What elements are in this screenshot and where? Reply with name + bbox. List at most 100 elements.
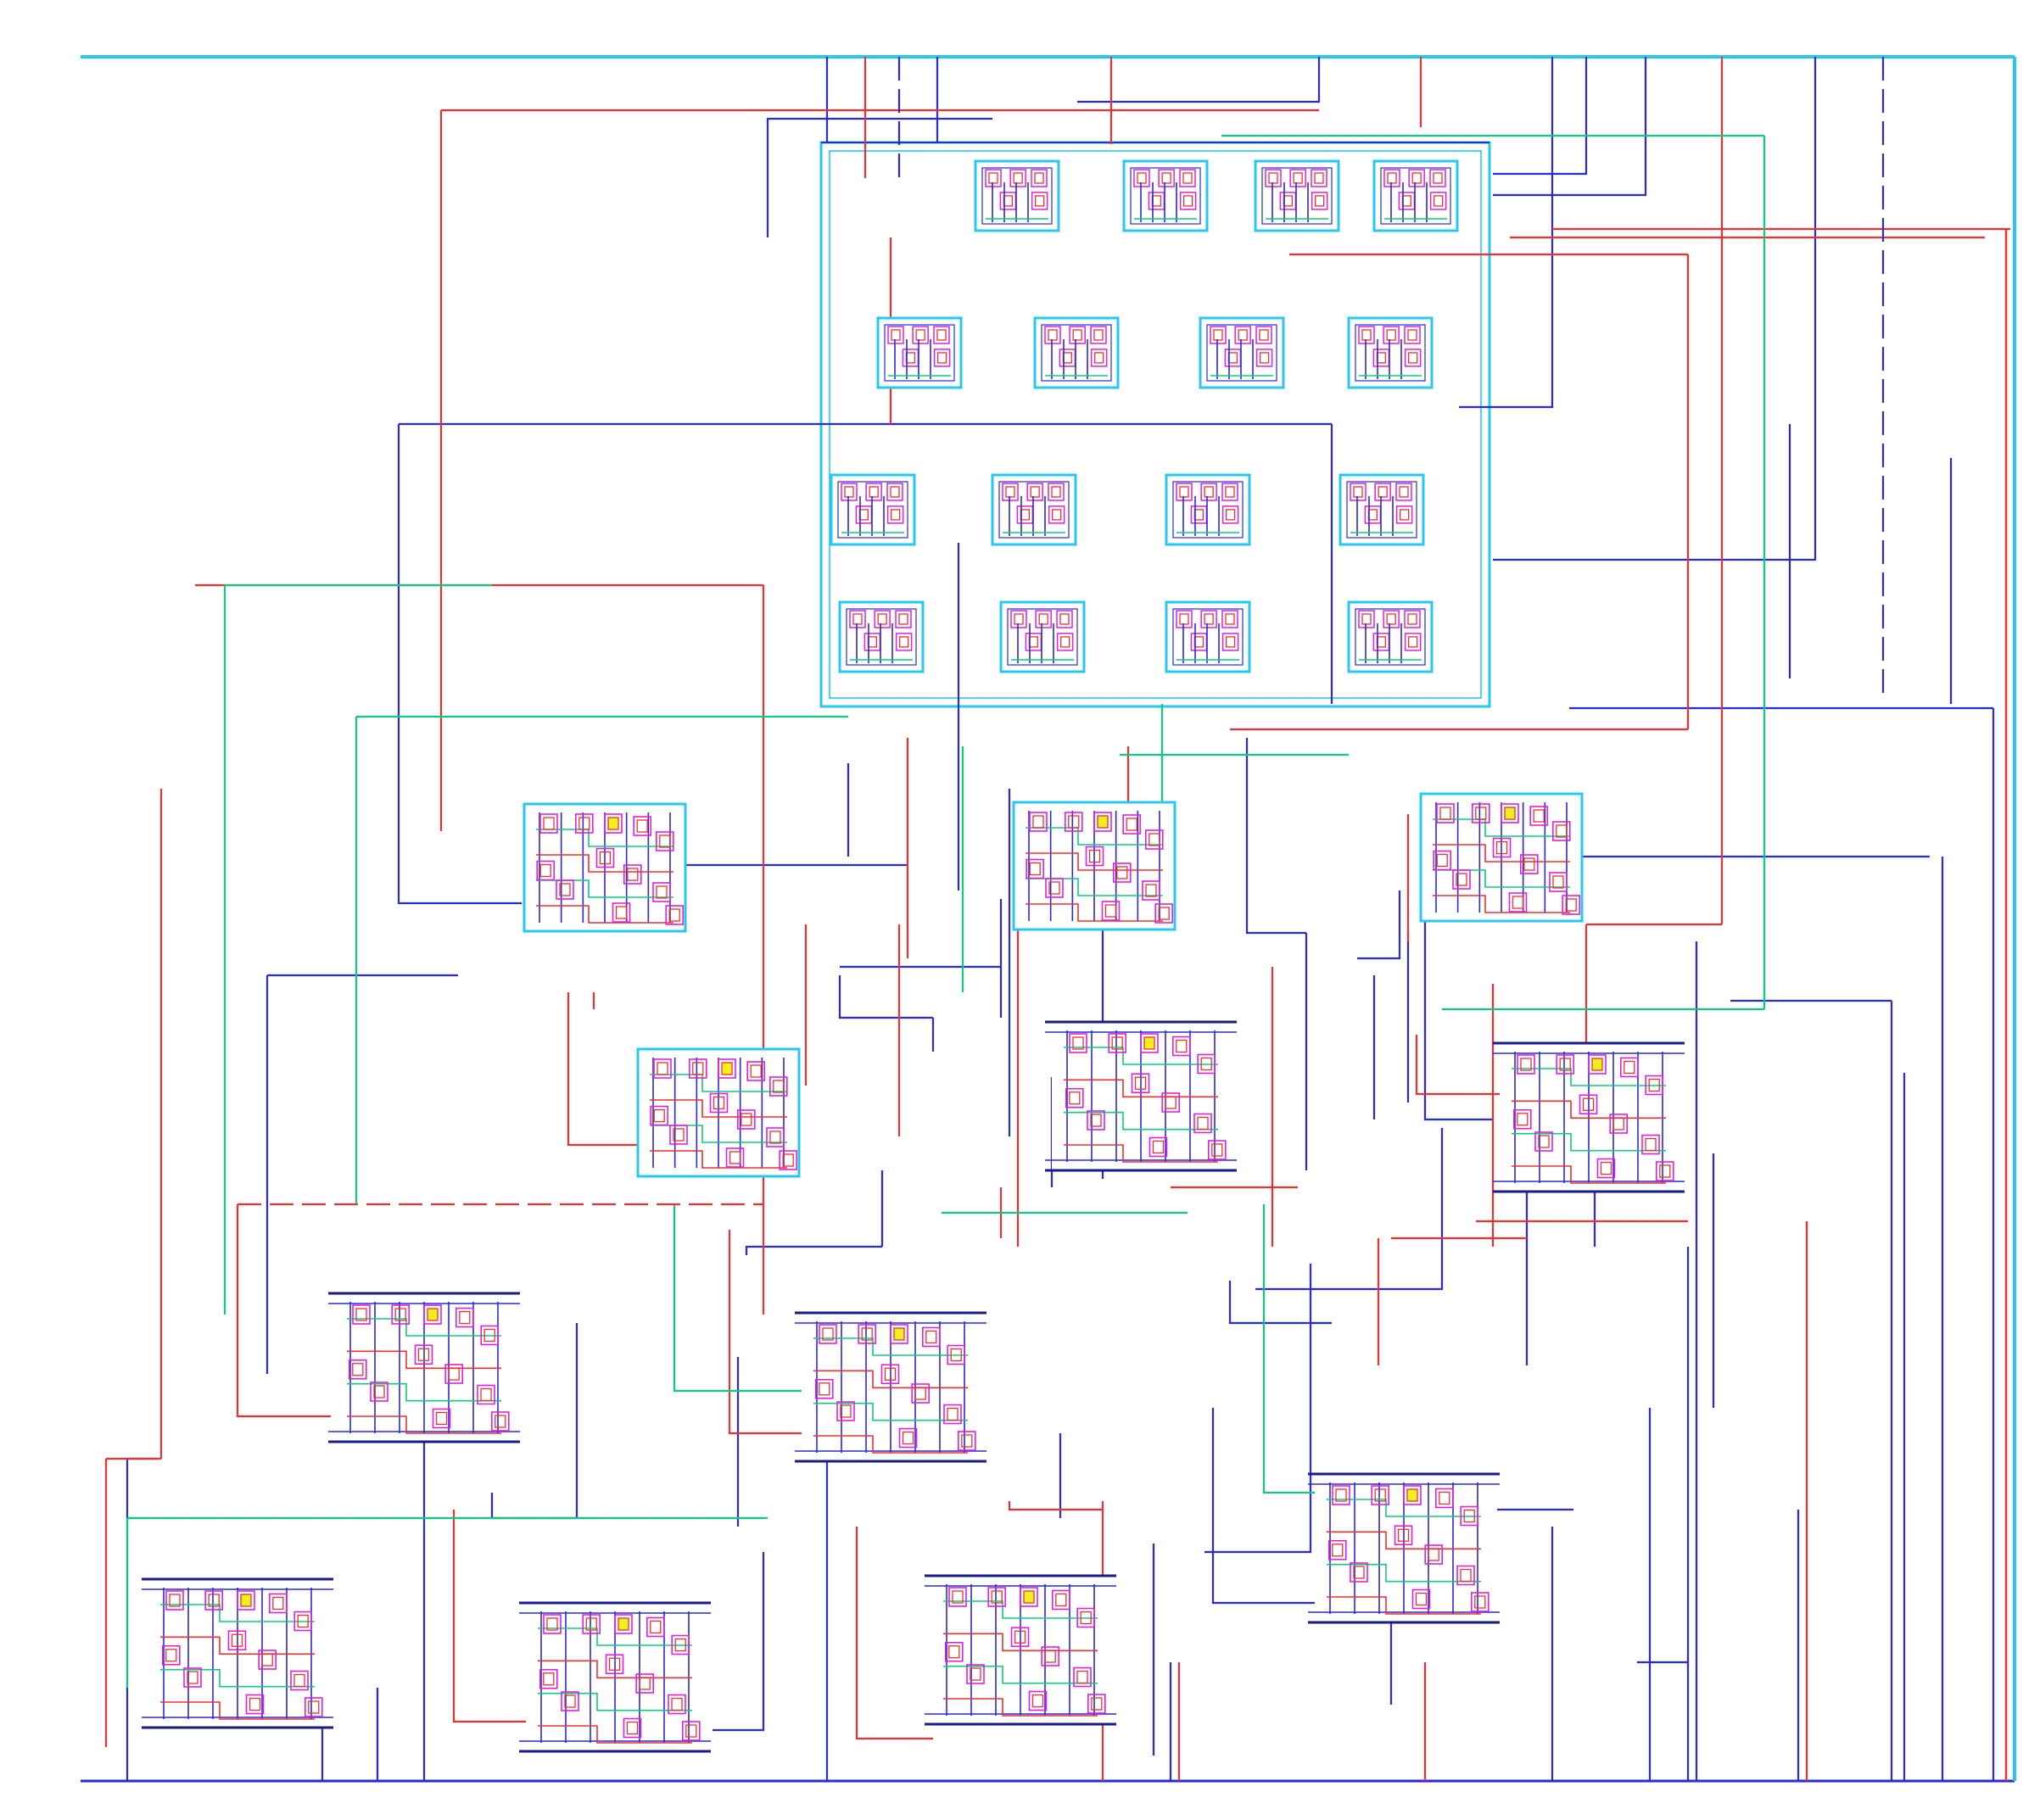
- pin-shape-icon: [1179, 613, 1189, 625]
- pin-shape-icon: [1023, 1590, 1035, 1604]
- pin-shape-icon: [1176, 483, 1193, 501]
- pin-shape-icon: [423, 1304, 442, 1325]
- pin-shape-icon: [1255, 349, 1273, 367]
- macro-cell-8: [1308, 1472, 1500, 1624]
- pin-shape-icon: [1031, 192, 1048, 210]
- pin-shape-icon: [417, 1348, 430, 1361]
- pin-shape-icon: [1439, 1491, 1450, 1505]
- pin-shape-icon: [1197, 1116, 1209, 1131]
- pin-shape-icon: [477, 1384, 495, 1405]
- pin-shape-icon: [890, 486, 900, 498]
- pin-shape-icon: [169, 1594, 181, 1607]
- pin-shape-icon: [187, 1671, 198, 1684]
- pin-shape-icon: [936, 329, 947, 341]
- pin-shape-icon: [943, 1404, 962, 1425]
- pin-shape-icon: [480, 1325, 500, 1346]
- pin-shape-icon: [1221, 483, 1238, 501]
- leaf-cell-3: [1372, 159, 1459, 232]
- macro-cell-route: [536, 905, 673, 924]
- pin-shape-icon: [1428, 1548, 1439, 1561]
- pin-shape-icon: [304, 1697, 323, 1717]
- pin-shape-icon: [1026, 858, 1044, 879]
- pin-shape-icon: [1072, 329, 1082, 341]
- pin-shape-icon: [779, 1150, 798, 1170]
- macro-cell-route: [1433, 895, 1570, 913]
- leaf-cell-inner: [1355, 608, 1426, 666]
- pin-shape-icon: [352, 1304, 371, 1325]
- pin-shape-icon: [435, 1411, 448, 1426]
- pin-shape-icon: [688, 1058, 707, 1079]
- pin-shape-icon: [1179, 192, 1197, 210]
- leaf-cell-inner: [1380, 167, 1451, 225]
- pin-shape-icon: [1591, 1058, 1603, 1071]
- pin-shape-icon: [290, 1670, 309, 1691]
- pin-shape-icon: [911, 1383, 930, 1404]
- macro-cell-route: [1327, 1499, 1481, 1517]
- leaf-cell-11: [1339, 473, 1425, 546]
- pin-shape-icon: [1383, 326, 1400, 344]
- pin-shape-icon: [1204, 486, 1214, 498]
- pin-shape-icon: [1517, 1054, 1535, 1075]
- pin-shape-icon: [297, 1614, 309, 1628]
- pin-shape-icon: [1113, 863, 1132, 883]
- pin-shape-icon: [1311, 192, 1328, 210]
- macro-cell-route: [813, 1402, 968, 1421]
- red-net-23: [567, 992, 645, 1147]
- pin-shape-icon: [1314, 172, 1324, 184]
- pin-shape-icon: [1076, 1670, 1088, 1684]
- pin-shape-icon: [1031, 169, 1048, 187]
- pin-shape-icon: [1475, 807, 1487, 820]
- pin-shape-icon: [183, 1667, 202, 1688]
- blue-net-3: [1493, 57, 1588, 176]
- blue-net-2: [1077, 57, 1321, 103]
- leaf-cell-inner: [998, 481, 1070, 539]
- pin-shape-icon: [1436, 853, 1448, 868]
- pin-shape-icon: [1659, 1164, 1671, 1178]
- pin-shape-icon: [1052, 1589, 1070, 1611]
- pin-shape-icon: [536, 860, 556, 881]
- pin-shape-icon: [961, 1434, 973, 1448]
- red-net-34: [855, 1527, 933, 1740]
- pin-shape-icon: [1069, 1091, 1081, 1105]
- pin-shape-icon: [1386, 329, 1396, 341]
- pin-shape-icon: [1048, 329, 1058, 341]
- pin-shape-icon: [933, 326, 950, 344]
- pin-shape-icon: [370, 1382, 388, 1402]
- pin-shape-icon: [1028, 1690, 1048, 1711]
- pin-shape-icon: [1111, 1036, 1123, 1050]
- pin-shape-icon: [1200, 1057, 1212, 1071]
- pin-shape-icon: [865, 483, 882, 501]
- pin-shape-icon: [1161, 1092, 1180, 1113]
- pin-shape-icon: [1508, 892, 1528, 913]
- pin-shape-icon: [1009, 169, 1026, 187]
- blue-net-21: [1245, 738, 1306, 935]
- pin-shape-icon: [1030, 486, 1040, 498]
- pin-shape-icon: [1386, 613, 1396, 625]
- macro-cell-route: [813, 1435, 968, 1454]
- pin-shape-icon: [1624, 1060, 1635, 1075]
- pin-shape-icon: [966, 1664, 985, 1684]
- macro-cell-6: [328, 1292, 520, 1443]
- pin-shape-icon: [895, 633, 913, 651]
- blue-net-7: [766, 117, 992, 237]
- pin-shape-icon: [1582, 1097, 1595, 1111]
- pin-shape-icon: [952, 1590, 964, 1604]
- pin-shape-icon: [578, 817, 590, 830]
- macro-cell-route: [1327, 1596, 1481, 1615]
- pin-shape-icon: [1358, 610, 1375, 628]
- macro-cell-route: [650, 1099, 787, 1118]
- macro-cell-route: [538, 1627, 692, 1646]
- pin-shape-icon: [1044, 1650, 1056, 1663]
- pin-shape-icon: [1213, 329, 1223, 341]
- pin-shape-icon: [655, 831, 674, 851]
- pin-shape-icon: [1472, 803, 1490, 823]
- pin-shape-icon: [1080, 1611, 1092, 1625]
- pin-shape-icon: [1596, 1158, 1616, 1179]
- pin-shape-icon: [653, 1108, 665, 1123]
- pin-shape-icon: [1311, 169, 1327, 187]
- pin-shape-icon: [650, 1105, 669, 1126]
- leaf-cell-inner: [846, 608, 917, 666]
- pin-shape-icon: [1056, 610, 1073, 628]
- pin-shape-icon: [1051, 509, 1062, 521]
